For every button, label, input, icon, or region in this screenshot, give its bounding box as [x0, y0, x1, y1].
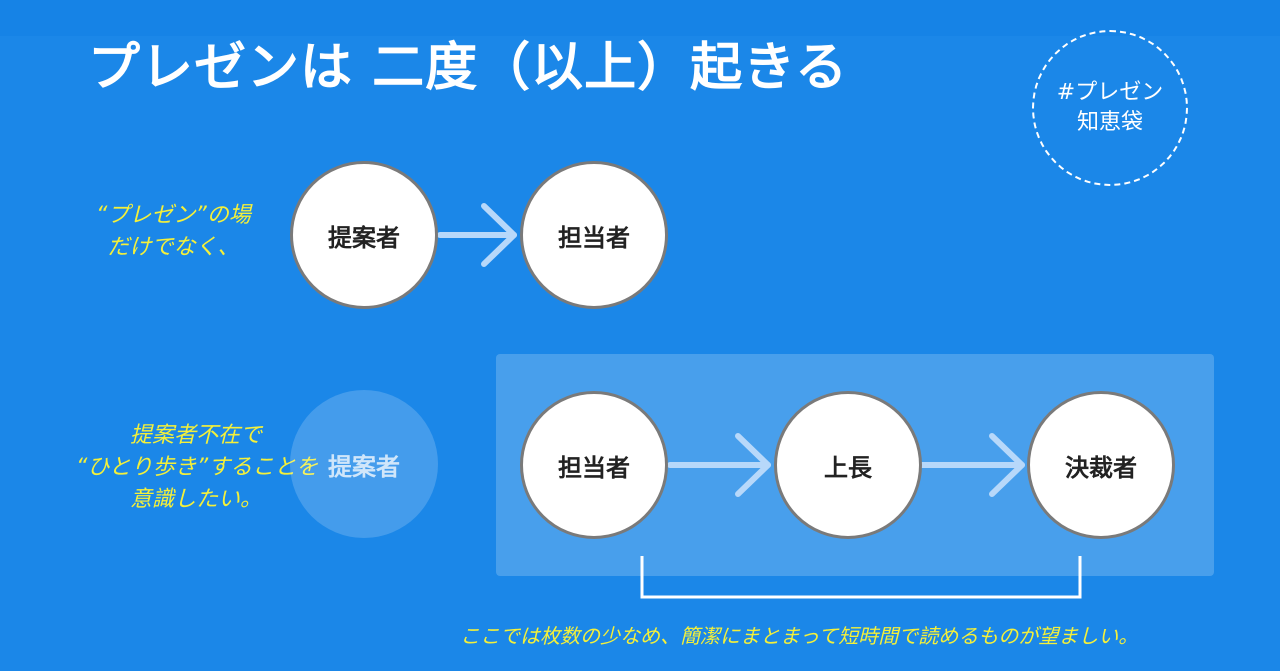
node-supervisor: 上長 — [774, 391, 922, 539]
footnote: ここでは枚数の少なめ、簡潔にまとまって短時間で読めるものが望ましい。 — [460, 624, 1139, 648]
range-bracket — [640, 556, 1082, 599]
node-person-in-charge-2: 担当者 — [520, 391, 668, 539]
arrow-supervisor-to-decider — [919, 433, 1025, 497]
page-title: プレゼンは 二度（以上）起きる — [88, 38, 849, 98]
handwritten-note-bottom: 提案者不在で “ひとり歩き”することを 意識したい。 — [76, 420, 319, 516]
node-proposer: 提案者 — [290, 161, 438, 309]
note-bottom-line-2: “ひとり歩き”することを — [76, 455, 319, 480]
note-top-line-2: だけでなく、 — [107, 235, 240, 260]
node-proposer-absent: 提案者 — [290, 390, 438, 538]
arrow-manager-to-supervisor — [667, 433, 771, 497]
node-decision-maker: 決裁者 — [1027, 391, 1175, 539]
note-bottom-line-1: 提案者不在で — [129, 423, 262, 448]
badge-line-2: 知恵袋 — [1076, 110, 1143, 135]
note-top-line-1: “プレゼン”の場 — [96, 203, 251, 228]
handwritten-note-top: “プレゼン”の場 だけでなく、 — [96, 200, 251, 264]
note-bottom-line-3: 意識したい。 — [129, 487, 262, 512]
top-band — [0, 0, 1280, 36]
hashtag-badge: #プレゼン 知恵袋 — [1032, 30, 1188, 186]
arrow-proposer-to-manager — [437, 203, 517, 267]
node-person-in-charge: 担当者 — [520, 161, 668, 309]
badge-line-1: #プレゼン — [1056, 80, 1164, 105]
